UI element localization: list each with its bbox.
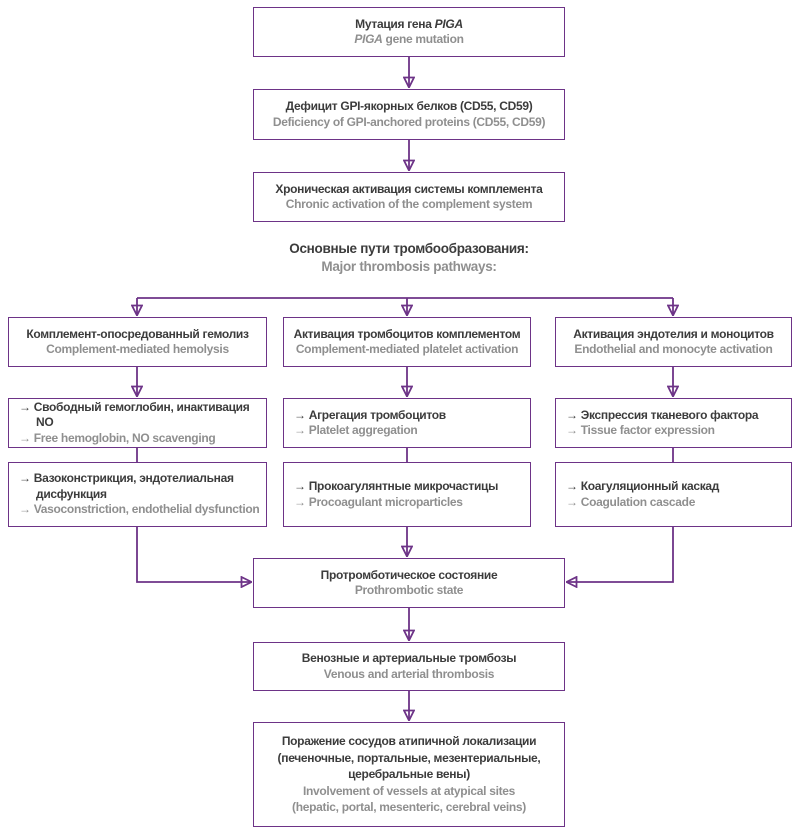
node-atypical-vessels-ru: Поражение сосудов атипичной локализации … [277,734,541,782]
node-platelet-step2-ru: → Прокоагулянтные микрочастицы [294,479,499,493]
node-platelet-step2-en: → Procoagulant microparticles [294,494,463,509]
node-piga-mutation-ru: Мутация гена PIGA [355,16,463,31]
node-piga-mutation: Мутация гена PIGA PIGA gene mutation [253,7,565,57]
node-hemolysis-header: Комплемент-опосредованный гемолиз Comple… [8,317,267,367]
node-endothelial-step2-en: → Coagulation cascade [566,494,696,509]
node-platelet-step1-ru: → Агрегация тромбоцитов [294,407,446,422]
node-hemolysis-step2-ru: → Вазоконстрикция, эндотелиальная дисфун… [19,471,234,501]
node-venous-arterial-thrombosis: Венозные и артериальные тромбозы Venous … [253,642,565,691]
node-atypical-vessels-en: Involvement of vessels at atypical sites… [292,783,526,815]
node-hemolysis-step1-en: → Free hemoglobin, NO scavenging [19,430,216,445]
section-heading-ru: Основные пути тромбообразования: [289,241,529,256]
node-platelet-header-ru: Активация тромбоцитов комплементом [293,326,521,341]
node-platelet-step1: → Агрегация тромбоцитов → Platelet aggre… [283,398,531,448]
node-gpi-deficiency-ru: Дефицит GPI-якорных белков (CD55, CD59) [285,99,533,113]
node-venous-arterial-thrombosis-en: Venous and arterial thrombosis [323,666,495,681]
node-platelet-step2: → Прокоагулянтные микрочастицы → Procoag… [283,462,531,527]
node-complement-activation-ru: Хроническая активация системы комплемент… [275,181,543,196]
section-heading-en: Major thrombosis pathways: [321,259,497,274]
node-hemolysis-step2: → Вазоконстрикция, эндотелиальная дисфун… [8,462,267,527]
node-gpi-deficiency-en: Deficiency of GPI-anchored proteins (CD5… [272,114,546,129]
node-hemolysis-step1-ru: → Свободный гемоглобин, инактивация NO [19,399,250,430]
node-endothelial-header-ru: Активация эндотелия и моноцитов [573,326,774,341]
node-endothelial-header-en: Endothelial and monocyte activation [574,342,773,356]
node-hemolysis-step1: → Свободный гемоглобин, инактивация NO →… [8,398,267,448]
node-endothelial-step1-en: → Tissue factor expression [566,423,715,437]
node-atypical-vessels: Поражение сосудов атипичной локализации … [253,722,565,827]
node-platelet-header: Активация тромбоцитов комплементом Compl… [283,317,531,367]
arrow-left-to-prothrombotic [136,527,251,582]
node-platelet-step1-en: → Platelet aggregation [294,423,418,437]
node-endothelial-step1-ru: → Экспрессия тканевого фактора [566,407,759,422]
node-complement-activation: Хроническая активация системы комплемент… [253,172,565,222]
node-platelet-header-en: Complement-mediated platelet activation [295,342,519,356]
node-prothrombotic-state: Протромботическое состояние Prothromboti… [253,558,565,608]
node-hemolysis-step2-en: → Vasoconstriction, endothelial dysfunct… [19,502,260,517]
node-hemolysis-header-ru: Комплемент-опосредованный гемолиз [26,326,249,341]
node-complement-activation-en: Chronic activation of the complement sys… [285,197,533,211]
node-endothelial-step1: → Экспрессия тканевого фактора → Tissue … [555,398,792,448]
node-piga-mutation-en: PIGA gene mutation [354,32,464,46]
node-gpi-deficiency: Дефицит GPI-якорных белков (CD55, CD59) … [253,89,565,140]
node-hemolysis-header-en: Complement-mediated hemolysis [46,342,229,356]
section-heading: Основные пути тромбообразования: Major t… [109,240,709,276]
node-venous-arterial-thrombosis-ru: Венозные и артериальные тромбозы [301,651,517,665]
node-endothelial-header: Активация эндотелия и моноцитов Endothel… [555,317,792,367]
node-endothelial-step2: → Коагуляционный каскад → Coagulation ca… [555,462,792,527]
arrow-right-to-prothrombotic [567,527,674,582]
node-prothrombotic-state-ru: Протромботическое состояние [320,567,498,582]
node-endothelial-step2-ru: → Коагуляционный каскад [566,479,720,493]
node-prothrombotic-state-en: Prothrombotic state [354,583,464,597]
